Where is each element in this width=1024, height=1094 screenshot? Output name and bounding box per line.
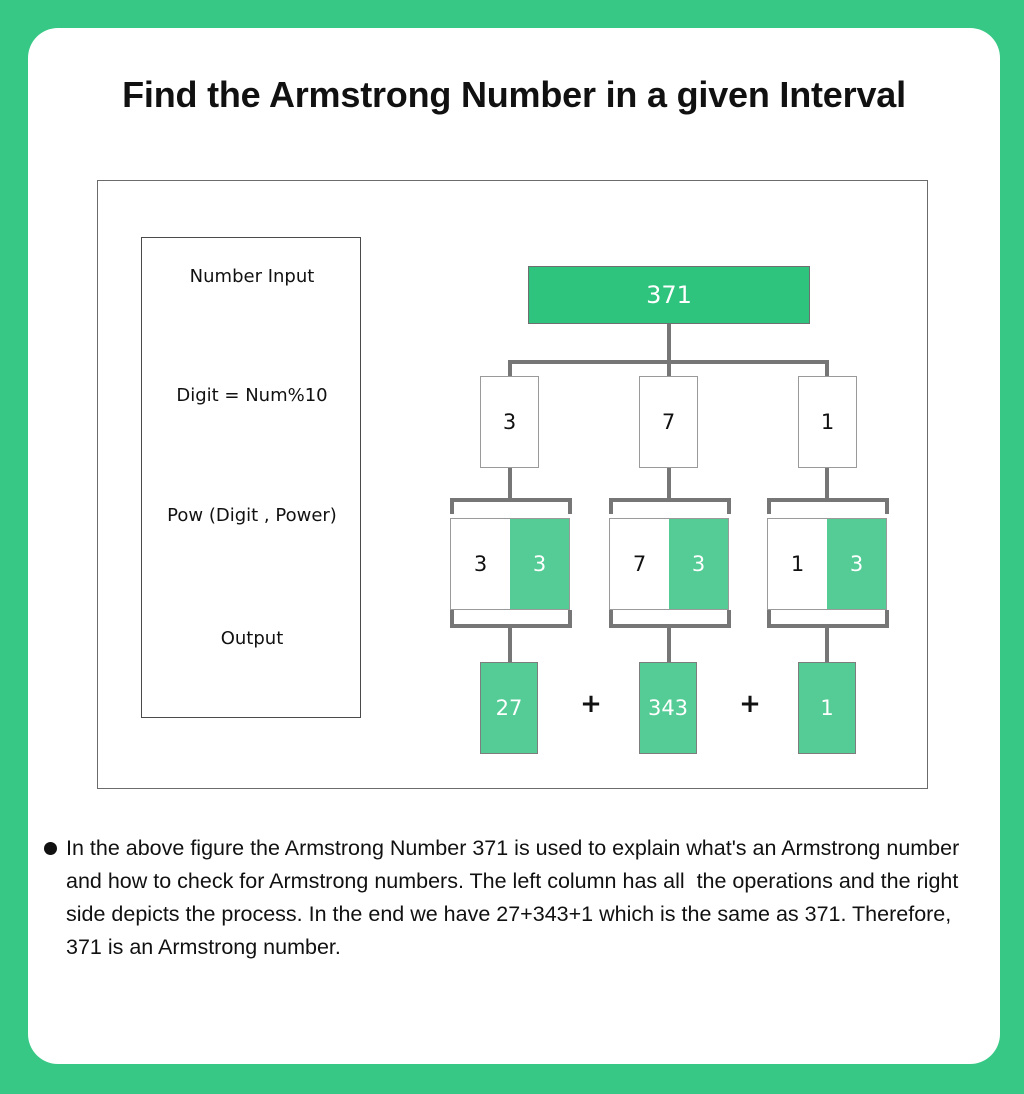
connector-out-stem-2 [825, 624, 829, 664]
output-node-2: 1 [798, 662, 856, 754]
connector-out-stem-1 [667, 624, 671, 664]
pow-node-exponent-1: 3 [669, 519, 728, 609]
legend-item-digit-formula: Digit = Num%10 [176, 385, 328, 406]
connector-pow-bracket-left-tick-1 [609, 498, 613, 514]
root-node-value: 371 [646, 281, 692, 309]
pow-node-exponent-0: 3 [510, 519, 569, 609]
connector-out-bracket-left-tick-2 [767, 610, 771, 626]
legend-item-number-input: Number Input [189, 266, 315, 287]
pow-node-base-0: 3 [451, 519, 510, 609]
operator-plus-0: + [580, 689, 602, 719]
diagram-frame: Number Input Digit = Num%10 Pow (Digit ,… [97, 180, 928, 789]
legend-item-output: Output [220, 628, 284, 649]
connector-out-stem-0 [508, 624, 512, 664]
page-title: Find the Armstrong Number in a given Int… [122, 74, 906, 115]
connector-pow-bracket-1 [609, 498, 731, 502]
connector-out-bracket-right-tick-0 [568, 610, 572, 626]
root-node-371: 371 [528, 266, 810, 324]
legend-column: Number Input Digit = Num%10 Pow (Digit ,… [141, 237, 361, 718]
digit-node-0: 3 [480, 376, 539, 468]
connector-root-stem [667, 324, 671, 362]
content-card: Find the Armstrong Number in a given Int… [28, 28, 1000, 1064]
pow-node-2: 1 3 [767, 518, 887, 610]
connector-pow-bracket-right-tick-2 [885, 498, 889, 514]
pow-node-base-1: 7 [610, 519, 669, 609]
connector-out-bracket-right-tick-2 [885, 610, 889, 626]
pow-node-exponent-2: 3 [827, 519, 886, 609]
digit-node-value-2: 1 [820, 410, 835, 434]
connector-pow-bracket-left-tick-0 [450, 498, 454, 514]
pow-node-base-2: 1 [768, 519, 827, 609]
caption-text: In the above figure the Armstrong Number… [66, 836, 966, 959]
connector-pow-stem-2 [825, 468, 829, 502]
operator-plus-1: + [739, 689, 761, 719]
connector-pow-stem-1 [667, 468, 671, 502]
output-node-0: 27 [480, 662, 538, 754]
output-node-value-0: 27 [495, 696, 523, 720]
connector-digit-drop-1 [667, 360, 671, 378]
connector-pow-bracket-2 [767, 498, 889, 502]
output-node-value-1: 343 [647, 696, 689, 720]
connector-out-bracket-left-tick-1 [609, 610, 613, 626]
pow-node-1: 7 3 [609, 518, 729, 610]
output-node-value-2: 1 [820, 696, 834, 720]
legend-item-pow-formula: Pow (Digit , Power) [167, 505, 337, 526]
connector-pow-stem-0 [508, 468, 512, 502]
caption: In the above figure the Armstrong Number… [44, 832, 994, 964]
connector-digit-drop-2 [825, 360, 829, 378]
connector-out-bracket-left-tick-0 [450, 610, 454, 626]
digit-node-value-0: 3 [502, 410, 517, 434]
pow-node-0: 3 3 [450, 518, 570, 610]
bullet-icon [44, 842, 57, 855]
digit-node-2: 1 [798, 376, 857, 468]
connector-pow-bracket-right-tick-1 [727, 498, 731, 514]
connector-pow-bracket-left-tick-2 [767, 498, 771, 514]
digit-node-1: 7 [639, 376, 698, 468]
connector-pow-bracket-right-tick-0 [568, 498, 572, 514]
connector-out-bracket-right-tick-1 [727, 610, 731, 626]
connector-pow-bracket-0 [450, 498, 572, 502]
connector-digit-drop-0 [508, 360, 512, 378]
flow-tree: 371 3 7 1 [98, 181, 929, 790]
digit-node-value-1: 7 [661, 410, 676, 434]
output-node-1: 343 [639, 662, 697, 754]
